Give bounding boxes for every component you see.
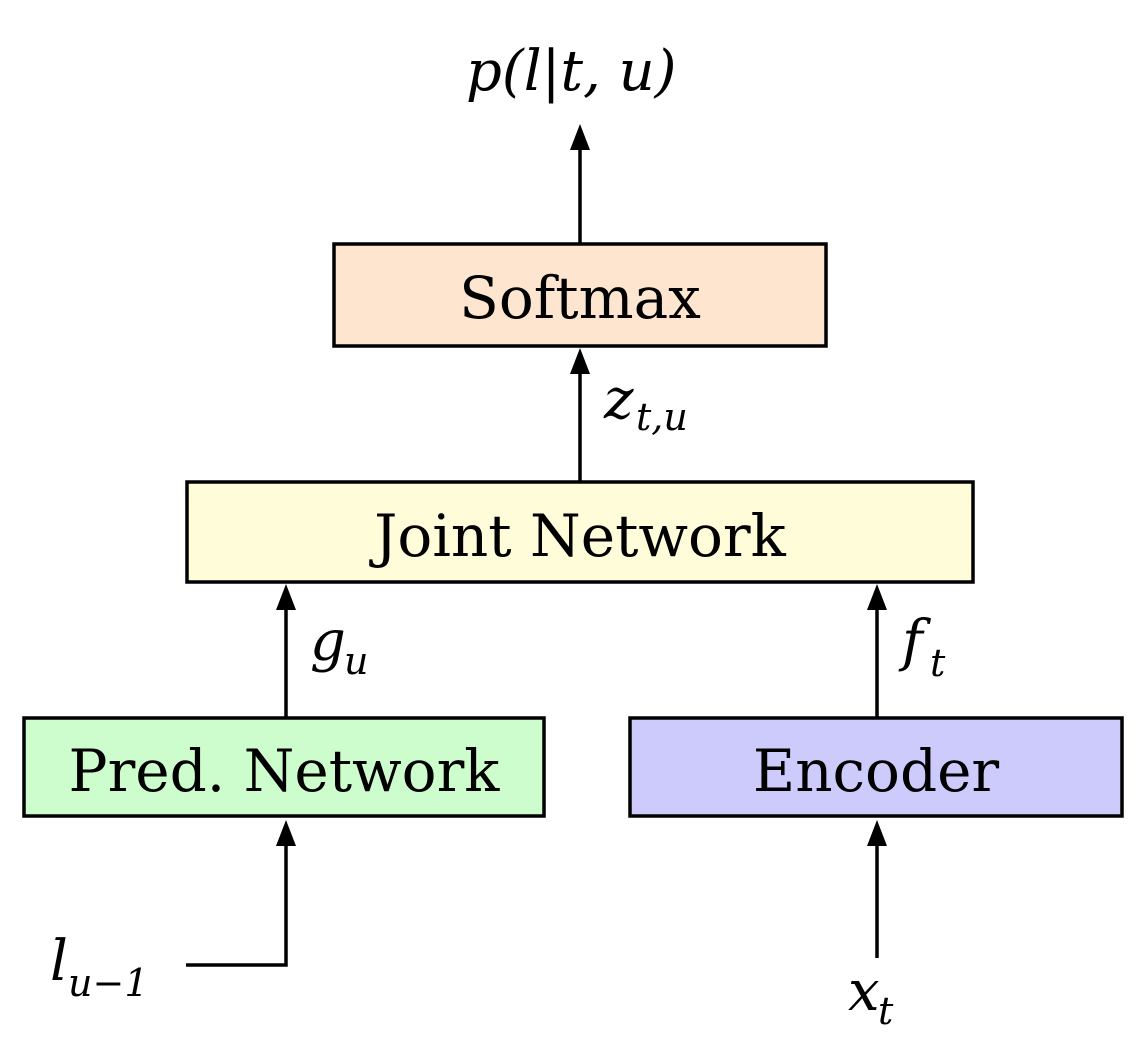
softmax-box-label: Softmax [459,264,701,332]
prediction-network-box: Pred. Network [22,716,546,818]
output-probability-label: p(l|t, u) [466,39,677,104]
joint-network-box-label: Joint Network [369,502,786,570]
arrow-encoder-to-joint [867,584,887,717]
encoder-box-rect [628,716,1124,818]
softmax-box: Softmax [332,242,828,348]
z-tu-subscript: t,u [636,395,688,439]
x-t-label: x t [848,959,894,1033]
prediction-network-box-label: Pred. Network [69,737,501,805]
g-u-base: g [310,609,346,674]
z-tu-base: z [603,367,634,432]
arrow-previous-label-to-pred [186,820,296,967]
l-u-minus-1-subscript: u−1 [68,961,149,1005]
encoder-box: Encoder [628,716,1124,818]
l-u-minus-1-base: l [50,929,68,994]
x-t-subscript: t [878,989,894,1033]
encoder-box-label: Encoder [753,737,1000,805]
arrow-input-to-encoder [867,820,887,958]
arrow-softmax-to-output [570,124,590,243]
l-u-minus-1-label: l u−1 [50,929,149,1005]
joint-network-box-rect [185,480,975,584]
arrow-pred-to-joint [276,584,296,717]
joint-network-box: Joint Network [185,480,975,584]
f-t-subscript: t [930,641,946,685]
g-u-subscript: u [344,639,368,683]
f-t-base: f [898,609,932,674]
z-tu-label: z t,u [603,367,688,439]
g-u-label: g u [310,609,368,683]
x-t-base: x [848,959,880,1024]
softmax-box-rect [332,242,828,348]
prediction-network-box-rect [22,716,546,818]
f-t-label: f t [898,609,946,685]
arrow-joint-to-softmax [570,348,590,481]
